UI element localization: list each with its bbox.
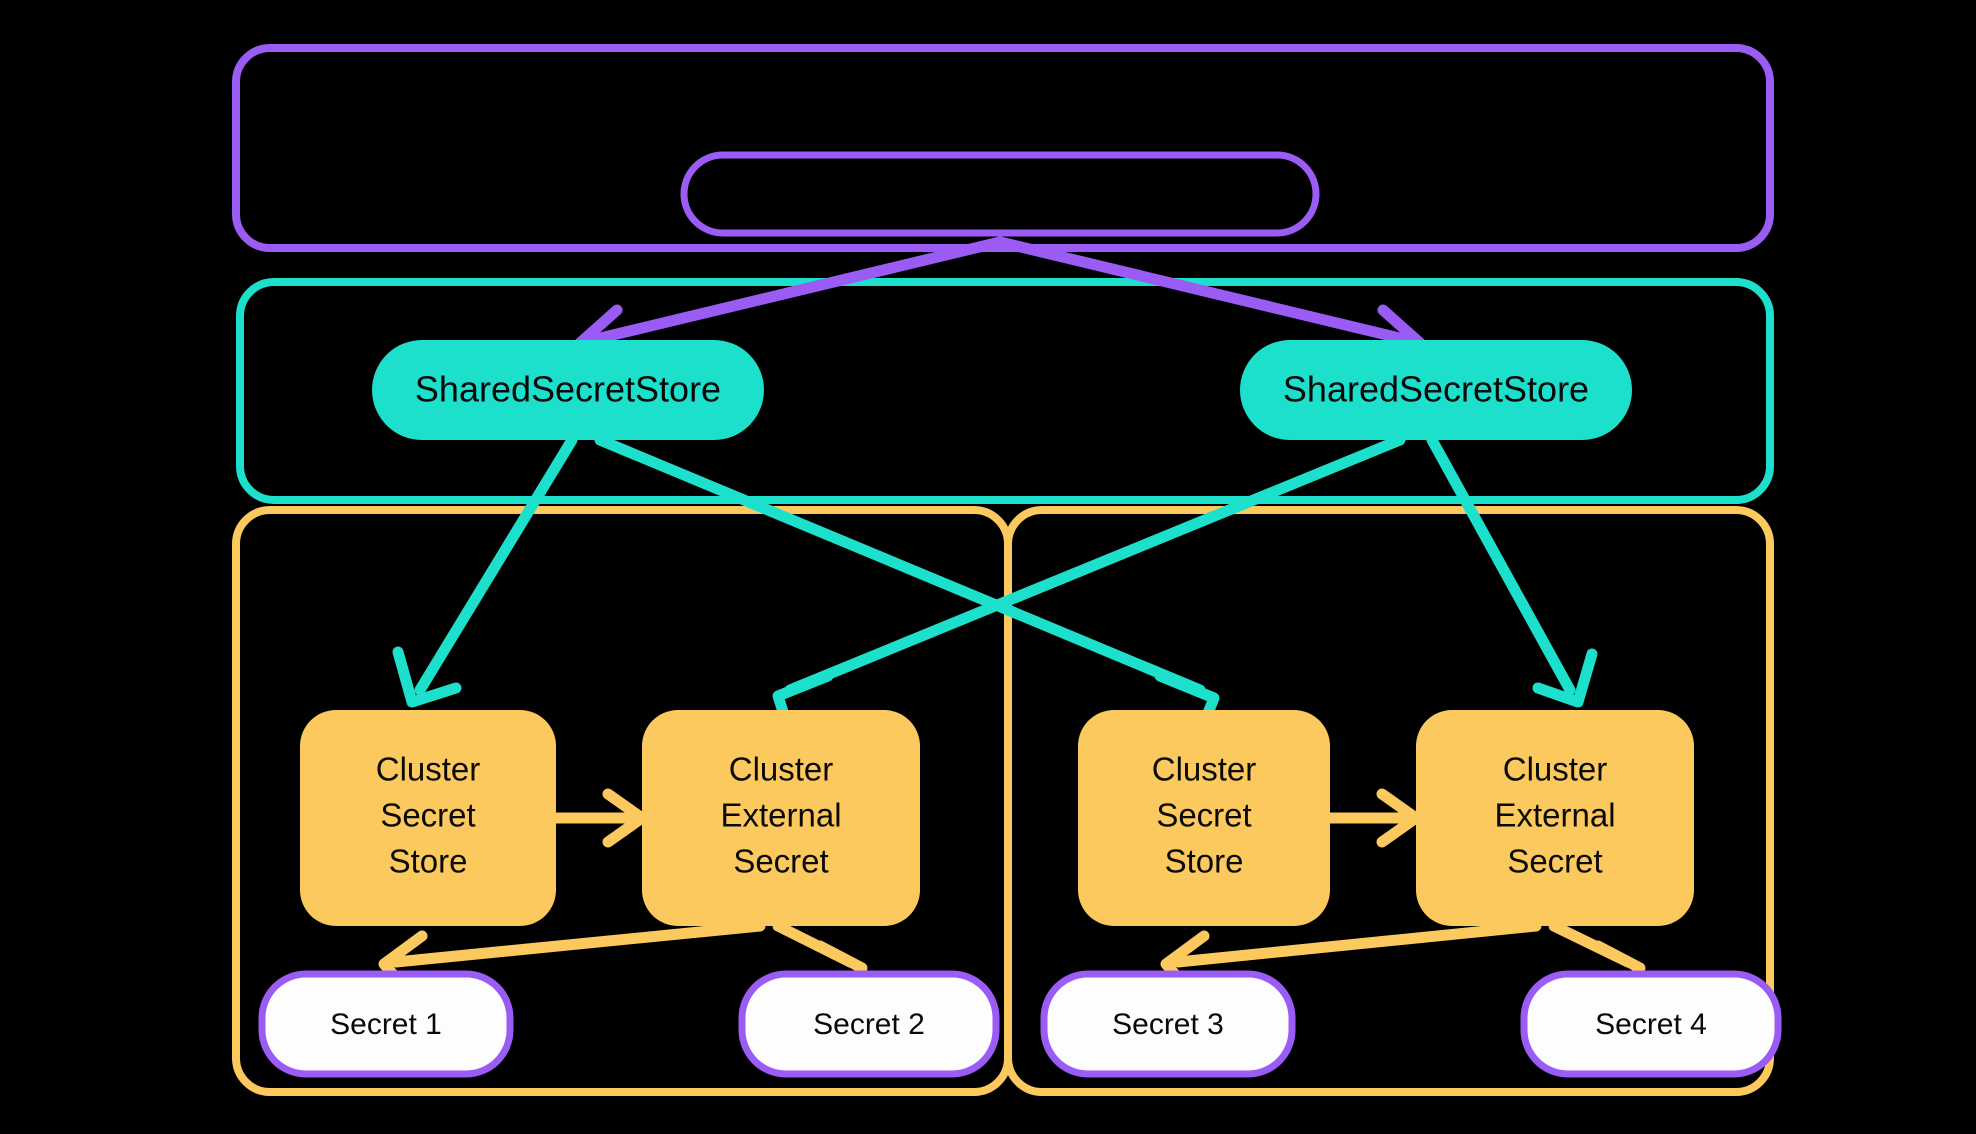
edge-sss-right-to-ces2 bbox=[1426, 434, 1598, 708]
shared-secret-store-right-label: SharedSecretStore bbox=[1283, 369, 1589, 410]
edge-css1-to-ces1 bbox=[550, 788, 648, 848]
secret-2[interactable]: Secret 2 bbox=[738, 970, 1000, 1078]
cluster-external-secret-2[interactable]: Cluster External Secret bbox=[1416, 710, 1694, 926]
secret-4-label: Secret 4 bbox=[1595, 1008, 1707, 1041]
edge-sss-left-to-css1 bbox=[392, 434, 578, 708]
cluster-secret-store-2-line-3: Store bbox=[1165, 843, 1244, 880]
cluster-external-secret-1[interactable]: Cluster External Secret bbox=[642, 710, 920, 926]
cluster-secret-store-2-line-1: Cluster bbox=[1152, 751, 1257, 788]
cluster-secret-store-2-line-2: Secret bbox=[1156, 797, 1251, 834]
secret-1[interactable]: Secret 1 bbox=[258, 970, 514, 1078]
shared-secret-store-right[interactable]: SharedSecretStore bbox=[1240, 340, 1632, 440]
secret-3-label: Secret 3 bbox=[1112, 1008, 1224, 1041]
cluster-secret-store-1-line-2: Secret bbox=[380, 797, 475, 834]
cluster-secret-store-1-line-1: Cluster bbox=[376, 751, 481, 788]
secret-3[interactable]: Secret 3 bbox=[1040, 970, 1296, 1078]
cluster-external-secret-1-line-1: Cluster bbox=[729, 751, 834, 788]
orange-cluster-container-right bbox=[1004, 506, 1774, 1096]
cluster-external-secret-2-line-2: External bbox=[1494, 797, 1615, 834]
cluster-external-secret-2-line-1: Cluster bbox=[1503, 751, 1608, 788]
cluster-external-secret-1-line-2: External bbox=[720, 797, 841, 834]
controller-pill[interactable] bbox=[680, 151, 1320, 237]
shared-secret-store-left-label: SharedSecretStore bbox=[415, 369, 721, 410]
cluster-secret-store-1[interactable]: Cluster Secret Store bbox=[300, 710, 556, 926]
secret-2-label: Secret 2 bbox=[813, 1008, 925, 1041]
cluster-secret-store-2[interactable]: Cluster Secret Store bbox=[1078, 710, 1330, 926]
edge-sss-left-to-css2 bbox=[594, 434, 1220, 744]
purple-outer-container bbox=[232, 44, 1774, 252]
cluster-secret-store-1-line-3: Store bbox=[389, 843, 468, 880]
shared-secret-store-left[interactable]: SharedSecretStore bbox=[372, 340, 764, 440]
teal-container bbox=[236, 278, 1774, 504]
edge-sss-right-to-ces1 bbox=[772, 434, 1406, 746]
secret-4[interactable]: Secret 4 bbox=[1520, 970, 1782, 1078]
secret-1-label: Secret 1 bbox=[330, 1008, 442, 1041]
cluster-external-secret-1-line-3: Secret bbox=[733, 843, 828, 880]
edge-css2-to-ces2 bbox=[1324, 788, 1422, 848]
cluster-external-secret-2-line-3: Secret bbox=[1507, 843, 1602, 880]
